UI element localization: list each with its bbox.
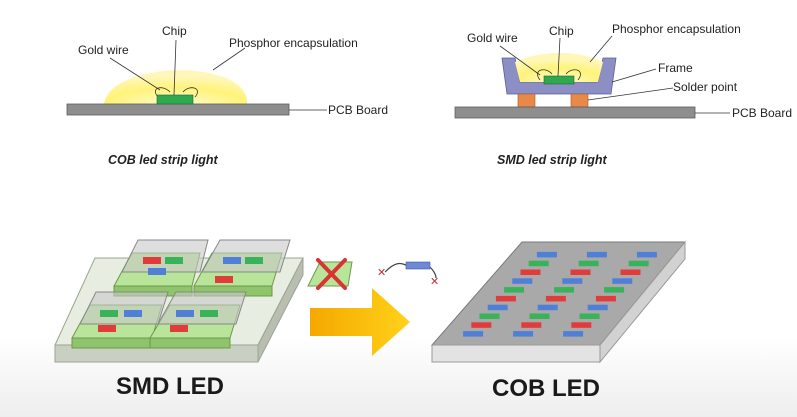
cob-led-chip [579, 313, 600, 319]
cob-led-chip [587, 304, 608, 311]
smd-gold-wire-right [565, 69, 581, 81]
cob-led-title: COB LED [492, 375, 600, 402]
cross-mark-icon: ✕ [377, 267, 386, 279]
smd-pcb-label: PCB Board [732, 106, 792, 120]
cob-led-chip [595, 295, 616, 302]
cob-chip-label: Chip [162, 24, 187, 38]
cob-led-chip [612, 278, 633, 284]
cob-led-chip [513, 331, 534, 337]
smd-solder-leader [587, 87, 674, 101]
cob-chip [156, 94, 194, 105]
smd-package [193, 239, 291, 297]
cob-gold-wire-right [182, 87, 198, 98]
cob-chip-grid [463, 251, 657, 337]
smd-solder-right [570, 93, 589, 108]
cross-icon-stroke [316, 258, 347, 290]
cob-led-chip [529, 313, 550, 319]
smd-cross-section: Chip Gold wire Phosphor encapsulation Fr… [454, 22, 792, 167]
smd-chip [543, 75, 575, 85]
smd-package [71, 291, 169, 349]
cob-led-chip [563, 331, 584, 337]
smd-goldwire-leader [499, 45, 541, 76]
cob-led-chip [504, 287, 525, 293]
cob-led-chip [536, 251, 557, 258]
smd-solder-left [517, 93, 536, 108]
smd-chip-label: Chip [549, 24, 574, 38]
cob-led-board: COB LED [430, 240, 687, 402]
smd-package [113, 239, 209, 297]
cob-led-chip [570, 269, 591, 275]
smd-frame-label: Frame [658, 61, 693, 75]
cob-led-chip [520, 269, 541, 275]
smd-led-board: SMD LED [54, 239, 304, 400]
cob-goldwire-label: Gold wire [78, 43, 129, 57]
smd-caption: SMD led strip light [497, 153, 608, 167]
cob-phosphor-label: Phosphor encapsulation [229, 36, 358, 50]
arrow-right-icon [310, 288, 410, 356]
cob-led-chip [495, 295, 516, 302]
cob-led-chip [463, 331, 484, 337]
smd-pcb-board [454, 106, 696, 119]
cob-led-chip [578, 260, 599, 267]
smd-goldwire-label: Gold wire [467, 31, 518, 45]
cob-caption: COB led strip light [108, 153, 219, 167]
cob-led-chip [554, 287, 575, 293]
cob-board-side [599, 240, 686, 364]
smd-phosphor-label: Phosphor encapsulation [612, 22, 741, 36]
cob-led-chip [636, 251, 657, 258]
cob-led-chip [571, 322, 592, 328]
cob-chip-leader [173, 39, 177, 96]
cob-pcb-label: PCB Board [328, 103, 388, 117]
cob-phosphor-leader [212, 47, 246, 71]
cob-board-front [431, 344, 601, 363]
cob-led-chip [521, 322, 542, 328]
removed-wire: ✕ ✕ [377, 261, 439, 288]
smd-phosphor-fill [515, 53, 603, 82]
cob-led-chip [471, 322, 492, 328]
cob-led-chip [479, 313, 500, 319]
cob-led-chip [487, 304, 508, 311]
smd-gold-wire-left [537, 69, 553, 81]
cob-led-chip [586, 251, 607, 258]
cob-led-chip [545, 295, 566, 302]
cob-led-chip [562, 278, 583, 284]
cob-goldwire-leader [109, 57, 161, 91]
cob-cross-section: Chip Gold wire Phosphor encapsulation PC… [66, 24, 388, 167]
cob-led-chip [512, 278, 533, 284]
cob-led-chip [620, 269, 641, 275]
removed-package [307, 258, 353, 290]
cob-led-chip [528, 260, 549, 267]
smd-solder-label: Solder point [673, 80, 738, 94]
cob-led-chip [604, 287, 625, 293]
smd-frame-leader [611, 68, 657, 83]
cob-gold-wire-left [154, 87, 171, 98]
smd-package [149, 291, 247, 349]
cross-mark-icon: ✕ [430, 276, 439, 288]
smd-phosphor-leader [589, 35, 613, 63]
smd-board-side [257, 257, 304, 363]
cob-pcb-board [66, 103, 290, 116]
smd-led-title: SMD LED [116, 373, 224, 400]
cob-phosphor-dome [104, 70, 248, 104]
cob-led-chip [537, 304, 558, 311]
cob-led-chip [628, 260, 649, 267]
smd-chip-leader [557, 37, 561, 77]
